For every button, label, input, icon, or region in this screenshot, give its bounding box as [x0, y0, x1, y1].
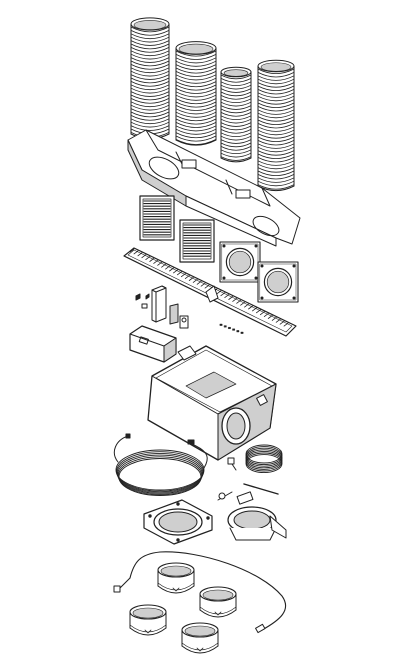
cables-and-coils — [113, 433, 283, 496]
flange-ring-icon — [143, 499, 213, 545]
flange-and-damper — [143, 483, 287, 545]
control-box-icon — [129, 325, 177, 363]
collar-icon — [199, 586, 237, 618]
sensor-icon — [135, 285, 244, 334]
collar-icon — [129, 604, 167, 636]
flexible-duct-icon — [130, 17, 170, 140]
linear-grille — [123, 247, 297, 337]
linear-grille-icon — [123, 247, 297, 337]
grille-icon — [139, 195, 175, 241]
flexible-duct-icon — [175, 41, 217, 146]
collar-icon — [181, 622, 219, 654]
cable-coil-icon — [113, 433, 208, 496]
plenum-box — [127, 129, 301, 247]
grille-icon — [179, 219, 215, 263]
coil-spring-icon — [227, 444, 283, 474]
collars-and-wire — [113, 551, 287, 654]
wire-icon — [113, 551, 287, 634]
collar-icon — [157, 562, 195, 594]
flexible-duct-icon — [220, 66, 252, 163]
fan-housing-icon — [147, 345, 277, 461]
flange-plate-icon — [219, 241, 261, 283]
control-components — [129, 285, 244, 363]
damper-icon — [217, 483, 287, 541]
flexible-ducts — [130, 17, 295, 192]
flange-plate-icon — [257, 261, 299, 303]
flexible-duct-icon — [257, 59, 295, 192]
plenum-icon — [127, 129, 301, 247]
fan-housing — [147, 345, 277, 461]
grilles-and-flanges — [139, 195, 299, 303]
